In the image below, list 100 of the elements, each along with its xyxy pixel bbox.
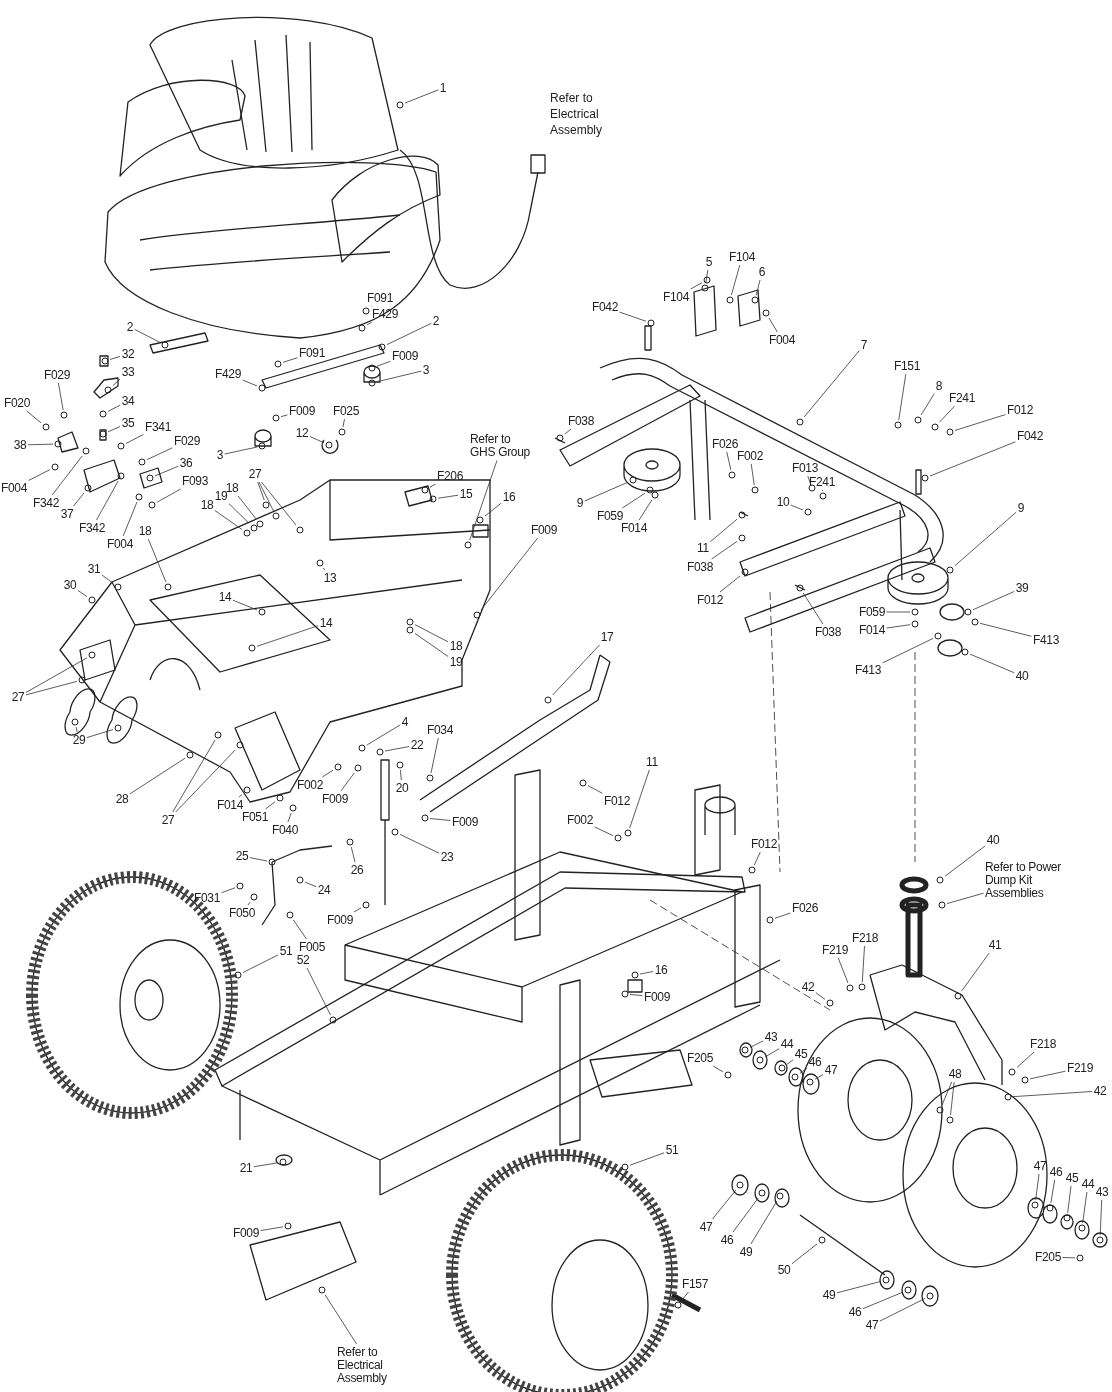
callout-number: 40 xyxy=(1015,669,1029,683)
callout-number: F091 xyxy=(366,291,394,305)
hardware-part-marker xyxy=(926,1292,934,1300)
leader-line xyxy=(1067,1185,1072,1214)
callout-number: F013 xyxy=(791,461,819,475)
leader-line xyxy=(400,769,402,781)
hardware-part-marker xyxy=(1078,1224,1086,1232)
leader-line xyxy=(172,739,216,813)
leader-line xyxy=(366,724,401,746)
leader-line xyxy=(293,919,307,940)
hardware-part-marker xyxy=(368,364,376,372)
hardware-part-marker xyxy=(736,1181,744,1189)
hardware-part-marker xyxy=(362,901,370,909)
leader-line xyxy=(726,451,732,471)
callout-number: F009 xyxy=(451,815,479,829)
callout-number: F029 xyxy=(43,368,71,382)
hardware-part-marker xyxy=(60,411,68,419)
leader-line xyxy=(350,846,356,863)
hardware-part-marker xyxy=(117,442,125,450)
hardware-part-marker xyxy=(964,608,972,616)
leader-line xyxy=(705,269,709,284)
callout-number: F009 xyxy=(288,404,316,418)
leader-line xyxy=(619,311,647,322)
leader-line xyxy=(25,657,88,693)
hardware-part-marker xyxy=(914,416,922,424)
callout-number: 7 xyxy=(860,338,868,352)
callout-number: 5 xyxy=(705,255,713,269)
callout-number: F009 xyxy=(530,523,558,537)
hardware-part-marker xyxy=(701,284,709,292)
callout-number: 45 xyxy=(794,1047,808,1061)
hardware-part-marker xyxy=(728,471,736,479)
callout-number: 33 xyxy=(121,365,135,379)
hardware-part-marker xyxy=(946,566,954,574)
hardware-part-marker xyxy=(911,608,919,616)
callout-number: F219 xyxy=(821,943,849,957)
hardware-part-marker xyxy=(741,568,749,576)
leader-line xyxy=(324,1294,357,1345)
hardware-part-marker xyxy=(316,559,324,567)
hardware-part-marker xyxy=(258,384,266,392)
hardware-part-marker xyxy=(651,491,659,499)
hardware-part-marker xyxy=(256,520,264,528)
hardware-part-marker xyxy=(826,999,834,1007)
callout-number: 47 xyxy=(699,1220,713,1234)
hardware-part-marker xyxy=(296,526,304,534)
hardware-part-marker xyxy=(421,486,429,494)
leader-line xyxy=(1082,1191,1088,1224)
hardware-part-marker xyxy=(762,309,770,317)
callout-number: 41 xyxy=(988,938,1002,952)
leader-line xyxy=(954,511,1017,567)
callout-number: F002 xyxy=(736,449,764,463)
hardware-part-marker xyxy=(426,774,434,782)
hardware-part-marker xyxy=(904,1286,912,1294)
callout-number: F104 xyxy=(662,290,690,304)
leader-line xyxy=(564,428,572,435)
callout-number: 32 xyxy=(121,347,135,361)
hardware-part-marker xyxy=(703,276,711,284)
callout-number: F002 xyxy=(296,778,324,792)
callout-number: 47 xyxy=(824,1063,838,1077)
callout-number: 18 xyxy=(200,498,214,512)
callout-number: F342 xyxy=(78,521,106,535)
hardware-part-marker xyxy=(818,1236,826,1244)
leader-line xyxy=(58,382,64,411)
leader-line xyxy=(399,834,440,854)
leader-line xyxy=(790,504,804,511)
callout-number: F050 xyxy=(228,906,256,920)
leader-line xyxy=(322,769,334,778)
callout-number: F012 xyxy=(603,794,631,808)
callout-number: F218 xyxy=(1029,1037,1057,1051)
hardware-part-marker xyxy=(741,1046,749,1054)
hardware-part-marker xyxy=(71,718,79,726)
hardware-part-marker xyxy=(284,1222,292,1230)
leader-line xyxy=(954,414,1006,431)
leader-line xyxy=(802,592,824,625)
hardware-part-marker xyxy=(544,696,552,704)
leader-line xyxy=(342,418,345,428)
hardware-part-marker xyxy=(243,786,251,794)
callout-number: F413 xyxy=(854,663,882,677)
callout-number: 11 xyxy=(697,541,709,555)
leader-line xyxy=(238,794,243,798)
callout-number: 46 xyxy=(848,1305,862,1319)
hardware-part-marker xyxy=(846,984,854,992)
callout-number: 12 xyxy=(295,426,309,440)
hardware-part-marker xyxy=(429,495,437,503)
leader-line xyxy=(710,518,738,543)
callout-number: 26 xyxy=(350,863,364,877)
leader-line xyxy=(154,465,179,477)
callout-number: 21 xyxy=(239,1161,253,1175)
callout-number: 8 xyxy=(935,379,943,393)
callout-number: 27 xyxy=(248,467,262,481)
callout-number: F104 xyxy=(728,250,756,264)
callout-number: 51 xyxy=(665,1143,679,1157)
hardware-part-marker xyxy=(329,1016,337,1024)
callout-number: 44 xyxy=(1081,1177,1095,1191)
leader-line xyxy=(822,489,824,492)
leader-line xyxy=(265,801,276,810)
hardware-part-marker xyxy=(748,866,756,874)
callout-number: F342 xyxy=(32,496,60,510)
leader-line xyxy=(712,1065,724,1073)
hardware-part-marker xyxy=(629,476,637,484)
leader-line xyxy=(73,492,85,507)
